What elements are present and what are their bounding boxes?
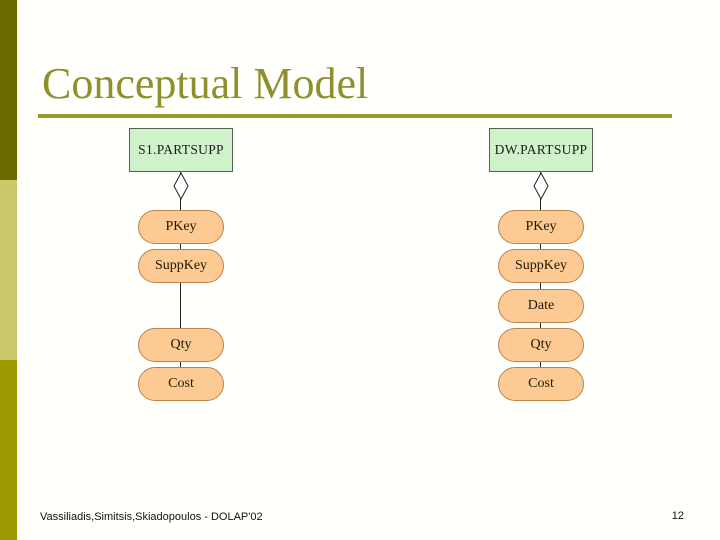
diamond-connector-icon xyxy=(533,171,549,201)
attribute-oval: PKey xyxy=(498,210,584,244)
entity-box: S1.PARTSUPP xyxy=(129,128,233,172)
diamond-connector-icon xyxy=(173,171,189,201)
footer-citation: Vassiliadis,Simitsis,Skiadopoulos - DOLA… xyxy=(40,511,263,523)
title-underline xyxy=(38,114,672,118)
sidebar-segment-bottom xyxy=(0,360,17,540)
sidebar-segment-middle xyxy=(0,180,17,360)
attribute-oval: Date xyxy=(498,289,584,323)
attribute-oval: SuppKey xyxy=(498,249,584,283)
attribute-oval: SuppKey xyxy=(138,249,224,283)
sidebar-decoration xyxy=(0,0,17,540)
slide-title: Conceptual Model xyxy=(42,59,369,108)
entity-box: DW.PARTSUPP xyxy=(489,128,593,172)
attribute-oval: Qty xyxy=(498,328,584,362)
sidebar-segment-top xyxy=(0,0,17,180)
page-number: 12 xyxy=(671,510,684,522)
attribute-oval: PKey xyxy=(138,210,224,244)
attribute-oval: Cost xyxy=(138,367,224,401)
attribute-oval: Cost xyxy=(498,367,584,401)
attribute-oval: Qty xyxy=(138,328,224,362)
